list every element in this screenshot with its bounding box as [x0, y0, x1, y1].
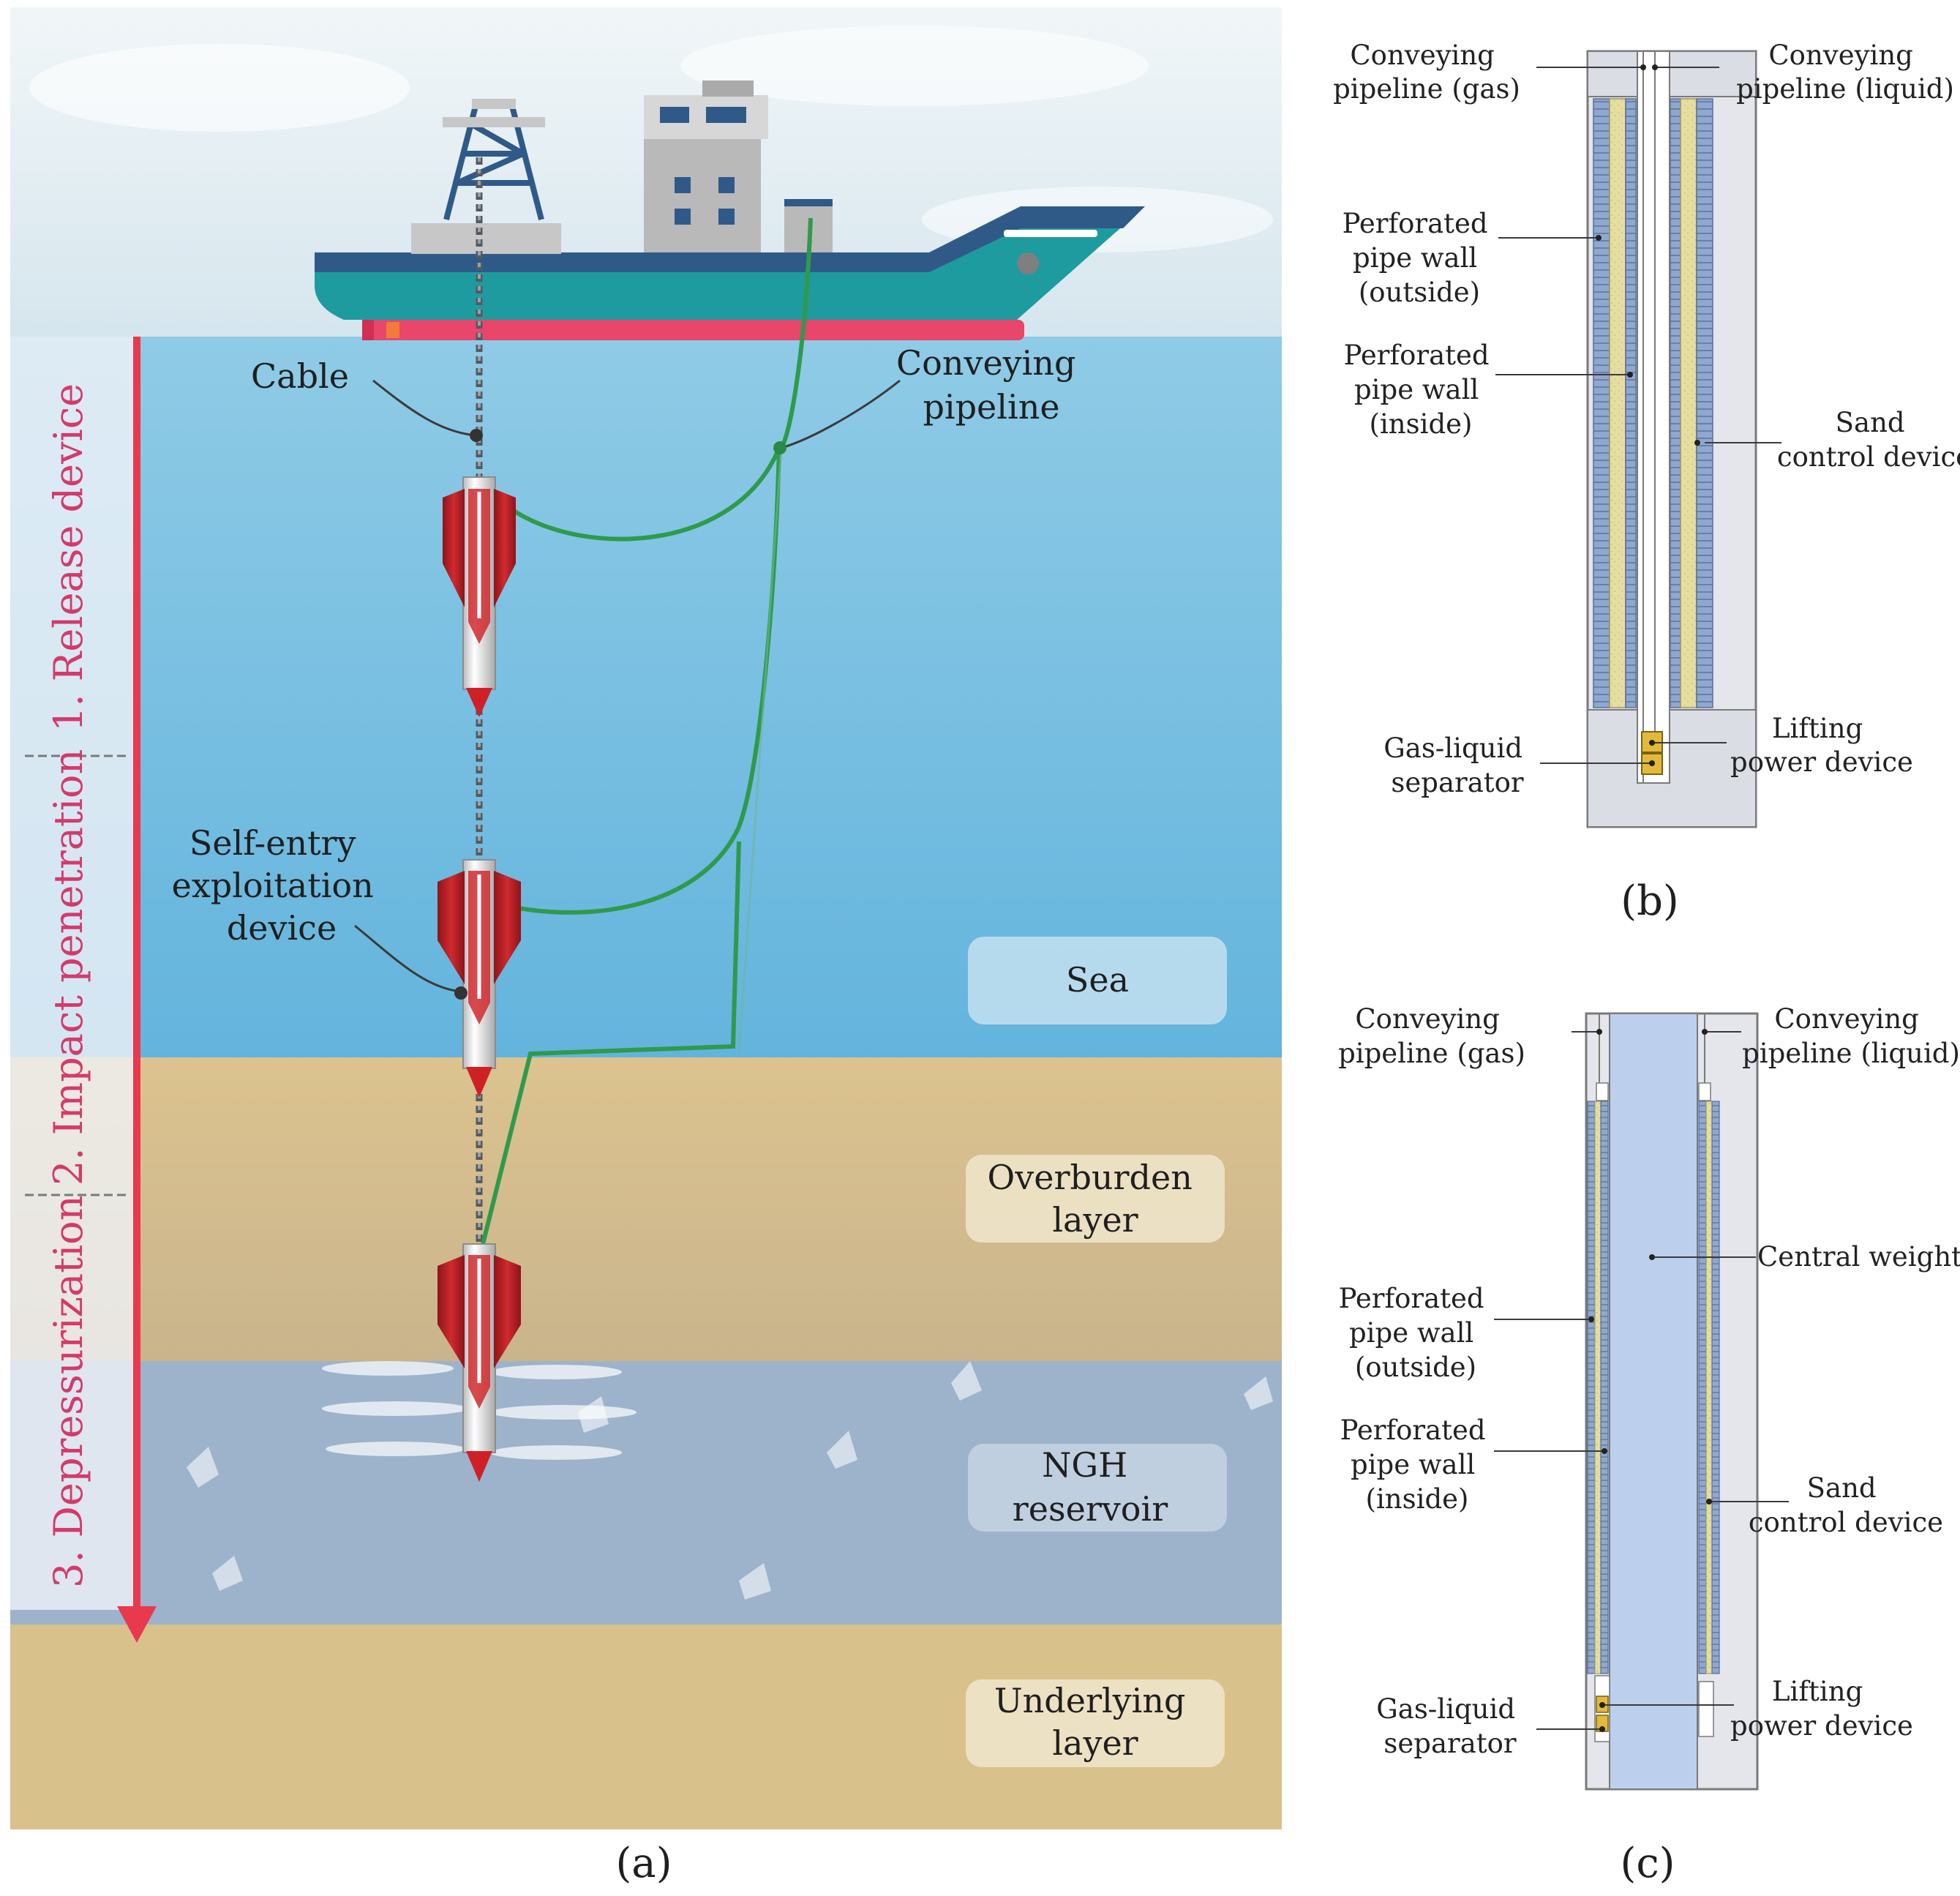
overburden-tag-label: Overburden layer — [988, 1158, 1204, 1240]
c-wall-inside-right — [1698, 1101, 1707, 1674]
wall-outside-right — [1696, 98, 1713, 708]
wall-inside-right — [1670, 98, 1681, 708]
central-weight — [1609, 1013, 1698, 1790]
b-sand-control-label: Sand control device — [1777, 407, 1960, 473]
stage-3-label: 3. Depressurization — [45, 1196, 91, 1588]
sand-control-left — [1609, 98, 1626, 708]
conveying-pipeline-label: Conveying pipeline — [896, 343, 1086, 427]
device-b-top-cap — [1587, 50, 1757, 97]
sea-tag-label: Sea — [1066, 960, 1129, 1000]
c-wall-inside-left — [1600, 1101, 1609, 1674]
c-pipeline-gas-label: Conveying pipeline (gas) — [1338, 1003, 1525, 1069]
device-b-bottom-cap — [1587, 709, 1757, 828]
c-wall-outside-right — [1711, 1101, 1720, 1674]
c-top-left-socket — [1596, 1082, 1609, 1101]
ngh-tag — [968, 1444, 1227, 1532]
stage-arrow-head — [117, 1606, 157, 1643]
underlying-tag-label: Underlying layer — [994, 1681, 1196, 1763]
c-central-weight-label: Central weight — [1757, 1241, 1960, 1273]
central-channel — [1637, 50, 1670, 784]
panel-c-dots — [1588, 1029, 1712, 1732]
panel-a: 1. Release device 2. Impact penetration … — [10, 7, 1282, 1887]
hydrate-fragments — [187, 1361, 1273, 1600]
b-lifting-power-label: Lifting power device — [1730, 713, 1913, 778]
ngh-tag-label: NGH reservoir — [1013, 1445, 1168, 1529]
wall-inside-left — [1625, 98, 1637, 708]
stage-column — [10, 337, 135, 1610]
c-sand-control-right — [1705, 1101, 1713, 1674]
leader-dot — [773, 441, 786, 454]
stage-2-label: 2. Impact penetration — [45, 749, 91, 1185]
b-separator-label: Gas-liquid separator — [1383, 732, 1531, 798]
panel-c: Conveying pipeline (gas) Conveying pipel… — [1338, 1003, 1960, 1887]
c-wall-outside-left — [1587, 1101, 1596, 1674]
sand-control-right — [1680, 98, 1697, 708]
panel-c-leaders — [1494, 1031, 1789, 1730]
gas-release-jets — [322, 1361, 637, 1460]
c-top-right-socket — [1698, 1082, 1711, 1101]
cloud — [680, 26, 1149, 106]
c-wall-outside-label: Perforated pipe wall (outside) — [1339, 1283, 1493, 1383]
c-wall-inside-label: Perforated pipe wall (inside) — [1340, 1414, 1495, 1515]
self-entry-device-2 — [438, 859, 521, 1098]
panel-a-caption: (a) — [615, 1840, 672, 1887]
c-lifting-power-label: Lifting power device — [1730, 1676, 1913, 1742]
self-entry-device-1 — [443, 476, 516, 717]
c-sand-control-label: Sand control device — [1749, 1472, 1943, 1538]
b-pipeline-liquid-label: Conveying pipeline (liquid) — [1736, 40, 1954, 105]
panel-c-caption: (c) — [1620, 1840, 1675, 1887]
self-entry-device-label: Self-entry exploitation device — [172, 823, 385, 948]
panel-a-leaders — [354, 379, 901, 993]
overburden-tag — [966, 1155, 1225, 1243]
sea-tag — [968, 937, 1227, 1024]
b-wall-outside-label: Perforated pipe wall (outside) — [1343, 208, 1497, 308]
b-wall-inside-label: Perforated pipe wall (inside) — [1344, 340, 1498, 440]
b-pipeline-gas-label: Conveying pipeline (gas) — [1333, 40, 1520, 105]
leader-dot — [470, 429, 483, 442]
self-entry-device-3 — [438, 1243, 521, 1482]
underlying-tag — [966, 1679, 1225, 1767]
c-sand-control-left — [1594, 1101, 1602, 1674]
c-bottom-right-chamber — [1698, 1681, 1714, 1737]
stage-1-label: 1. Release device — [45, 383, 91, 732]
leader-dot — [454, 986, 468, 1000]
panel-b: Conveying pipeline (gas) Conveying pipel… — [1333, 40, 1960, 925]
drilling-ship — [315, 80, 1145, 340]
wall-outside-left — [1593, 98, 1610, 708]
cloud — [29, 44, 410, 132]
panel-b-dots — [1596, 64, 1700, 766]
pipeline-leader — [737, 447, 783, 1054]
panel-b-leaders — [1495, 67, 1781, 764]
panel-b-caption: (b) — [1621, 877, 1679, 925]
c-pipeline-liquid-label: Conveying pipeline (liquid) — [1742, 1003, 1960, 1069]
cable-label: Cable — [251, 356, 349, 396]
c-separator-label: Gas-liquid separator — [1376, 1693, 1524, 1759]
